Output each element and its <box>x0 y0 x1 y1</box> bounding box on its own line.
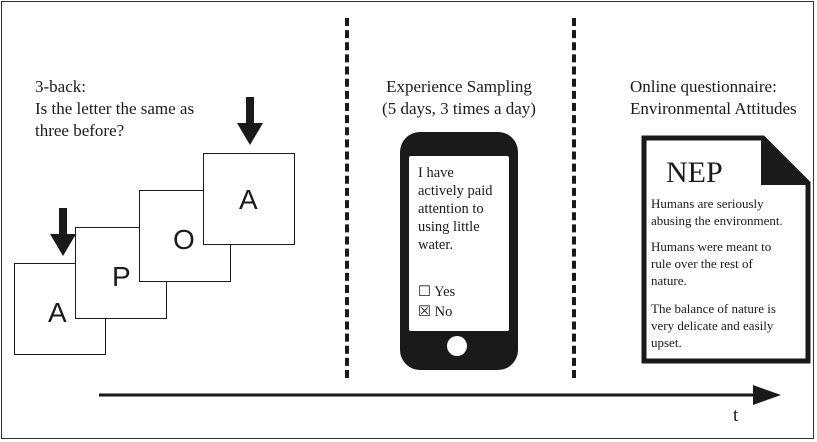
esm-question-line: actively paid <box>418 183 493 199</box>
unchecked-box-icon: ☐ <box>418 284 431 300</box>
esm-question-line: water. <box>418 237 454 253</box>
esm-caption-line: Experience Sampling <box>386 77 532 96</box>
option-yes[interactable]: ☐ Yes <box>418 283 455 301</box>
document-icon <box>641 135 811 364</box>
letter-card-4-letter: A <box>239 184 258 215</box>
nep-item-line: very delicate and easily <box>651 318 774 333</box>
nep-item-line: The balance of nature is <box>651 301 776 316</box>
esm-question: I have actively paid attention to using … <box>418 164 508 254</box>
home-button-icon <box>447 336 467 356</box>
questionnaire-caption: Online questionnaire: Environmental Atti… <box>630 76 817 120</box>
esm-caption-line: (5 days, 3 times a day) <box>382 99 536 118</box>
option-label: Yes <box>434 284 456 300</box>
document-title: NEP <box>666 156 723 189</box>
nback-caption-line: 3-back: <box>35 77 86 96</box>
section-divider <box>345 18 349 378</box>
esm-question-line: using little <box>418 219 480 235</box>
option-label: No <box>434 304 453 320</box>
letter-card-1-letter: A <box>48 297 67 328</box>
timeline-label: t <box>733 405 739 426</box>
phone-screen: I have actively paid attention to using … <box>409 156 509 331</box>
nep-item-line: Humans were meant to <box>651 239 772 254</box>
questionnaire-caption-line: Online questionnaire: <box>630 77 777 96</box>
questionnaire-caption-line: Environmental Attitudes <box>630 99 797 118</box>
esm-question-line: attention to <box>418 201 484 217</box>
timeline-arrow <box>99 385 781 405</box>
esm-caption: Experience Sampling (5 days, 3 times a d… <box>370 76 548 120</box>
section-divider <box>572 18 576 378</box>
nep-item-line: Humans are seriously <box>651 196 764 211</box>
down-arrow-icon <box>50 208 76 256</box>
nep-item-line: rule over the rest of <box>651 256 753 271</box>
letter-card-2-letter: P <box>112 261 131 292</box>
nep-item-line: nature. <box>651 273 687 288</box>
nep-item: Humans were meant to rule over the rest … <box>651 238 811 289</box>
nep-item: Humans are seriously abusing the environ… <box>651 195 811 229</box>
smartphone-icon: I have actively paid attention to using … <box>400 132 518 370</box>
letter-card-3-letter: O <box>173 224 195 255</box>
down-arrow-icon <box>237 97 263 145</box>
letter-card-4: A <box>203 153 295 245</box>
nback-caption: 3-back: Is the letter the same as three … <box>35 76 194 142</box>
option-no[interactable]: ☒ No <box>418 303 452 321</box>
nback-caption-line: three before? <box>35 121 125 140</box>
nep-item-line: abusing the environment. <box>651 213 783 228</box>
nep-item: The balance of nature is very delicate a… <box>651 300 811 351</box>
checked-box-icon: ☒ <box>418 304 431 320</box>
esm-question-line: I have <box>418 165 454 181</box>
nback-caption-line: Is the letter the same as <box>35 99 195 118</box>
nep-item-line: upset. <box>651 335 682 350</box>
